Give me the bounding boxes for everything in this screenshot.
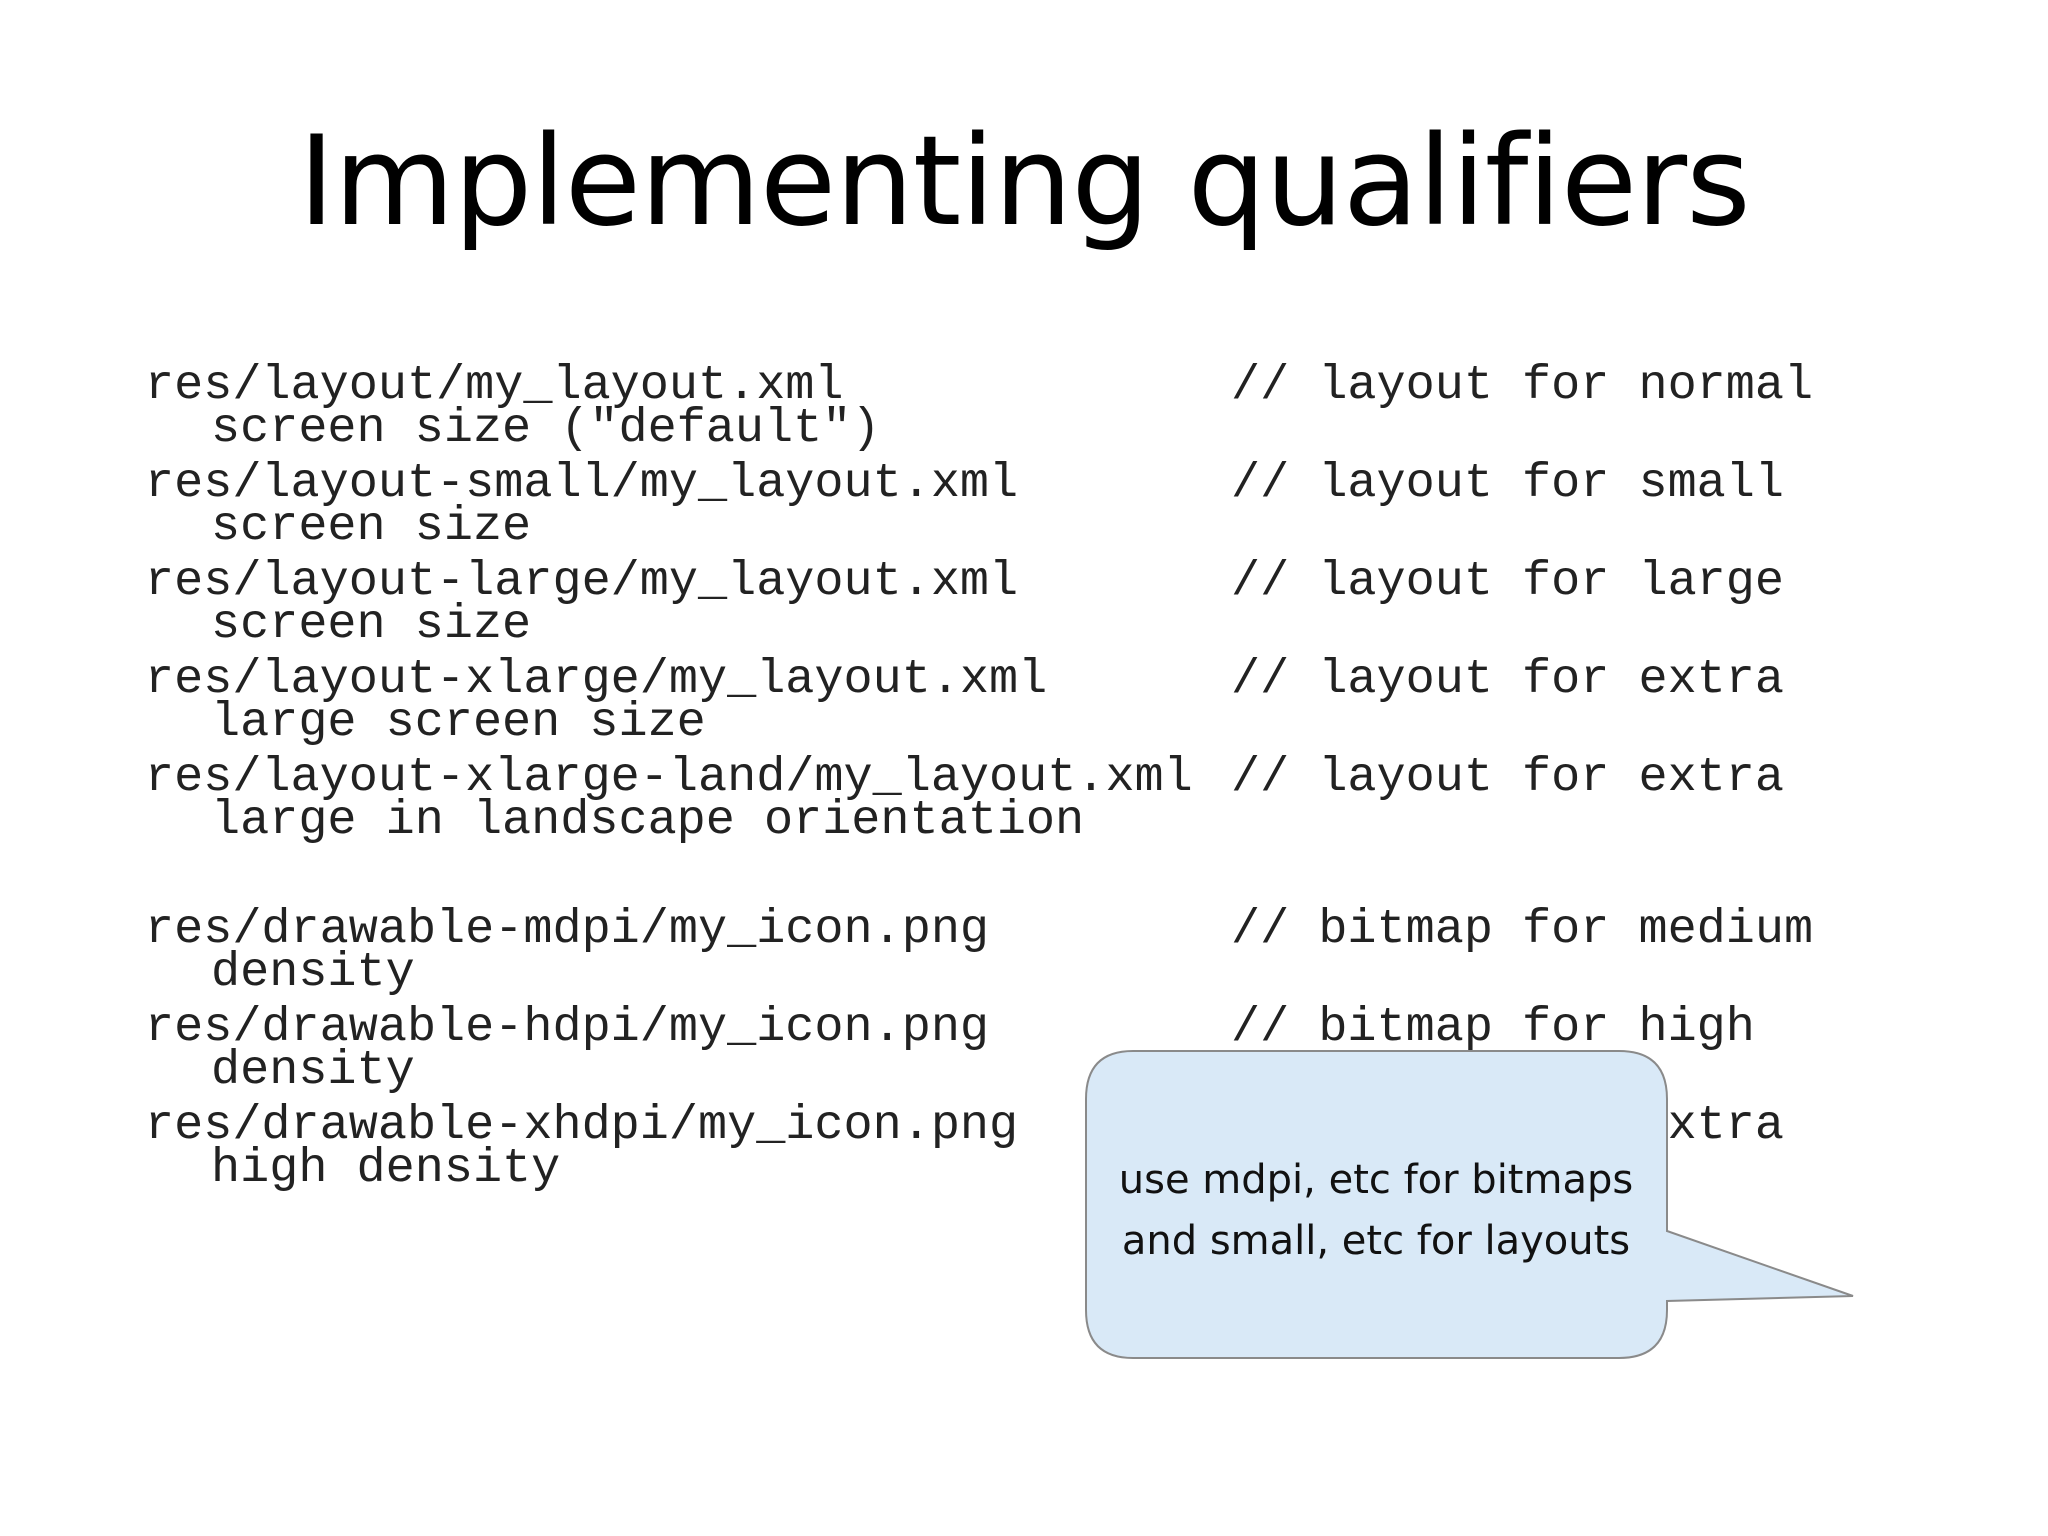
resource-path: res/drawable-hdpi/my_icon.png bbox=[145, 1000, 990, 1055]
code-entry: res/drawable-xhdpi/my_icon.png // bitmap … bbox=[145, 1098, 1845, 1196]
code-comment: // bitmap for extra bbox=[1231, 1098, 1784, 1153]
code-comment: // layout for normal bbox=[1231, 358, 1814, 413]
code-comment: // layout for extra bbox=[1231, 750, 1784, 805]
code-continuation: screen size ("default") bbox=[211, 401, 881, 456]
code-entry: res/layout/my_layout.xml // layout for no… bbox=[145, 358, 1845, 456]
code-entry: res/layout-xlarge/my_layout.xml // layout… bbox=[145, 652, 1845, 750]
code-comment: // layout for small bbox=[1231, 456, 1784, 511]
resource-path: res/drawable-mdpi/my_icon.png bbox=[145, 902, 990, 957]
resource-path: res/layout-small/my_layout.xml bbox=[145, 456, 1019, 511]
code-entry: res/drawable-mdpi/my_icon.png // bitmap f… bbox=[145, 902, 1845, 1000]
slide-title: Implementing qualifiers bbox=[298, 110, 1750, 254]
code-continuation: high density bbox=[211, 1141, 561, 1196]
code-continuation: screen size bbox=[211, 597, 532, 652]
code-comment: // bitmap for medium bbox=[1231, 902, 1814, 957]
code-listing: res/layout/my_layout.xml // layout for no… bbox=[145, 358, 1845, 1196]
code-continuation: density bbox=[211, 1043, 415, 1098]
resource-path: res/layout/my_layout.xml bbox=[145, 358, 844, 413]
code-entry: res/layout-xlarge-land/my_layout.xml // l… bbox=[145, 750, 1845, 848]
code-comment: // layout for extra bbox=[1231, 652, 1784, 707]
resource-path: res/drawable-xhdpi/my_icon.png bbox=[145, 1098, 1019, 1153]
code-continuation: large screen size bbox=[211, 695, 706, 750]
code-continuation: screen size bbox=[211, 499, 532, 554]
resource-path: res/layout-xlarge-land/my_layout.xml bbox=[145, 750, 1193, 805]
code-entry: res/drawable-hdpi/my_icon.png // bitmap f… bbox=[145, 1000, 1845, 1098]
code-entry: res/layout-small/my_layout.xml // layout … bbox=[145, 456, 1845, 554]
code-entry: res/layout-large/my_layout.xml // layout … bbox=[145, 554, 1845, 652]
code-continuation: density bbox=[211, 945, 415, 1000]
callout-line: and small, etc for layouts bbox=[1121, 1218, 1631, 1264]
resource-path: res/layout-xlarge/my_layout.xml bbox=[145, 652, 1048, 707]
code-continuation: large in landscape orientation bbox=[211, 793, 1085, 848]
code-comment: // bitmap for high bbox=[1231, 1000, 1755, 1055]
code-comment: // layout for large bbox=[1231, 554, 1784, 609]
resource-path: res/layout-large/my_layout.xml bbox=[145, 554, 1019, 609]
